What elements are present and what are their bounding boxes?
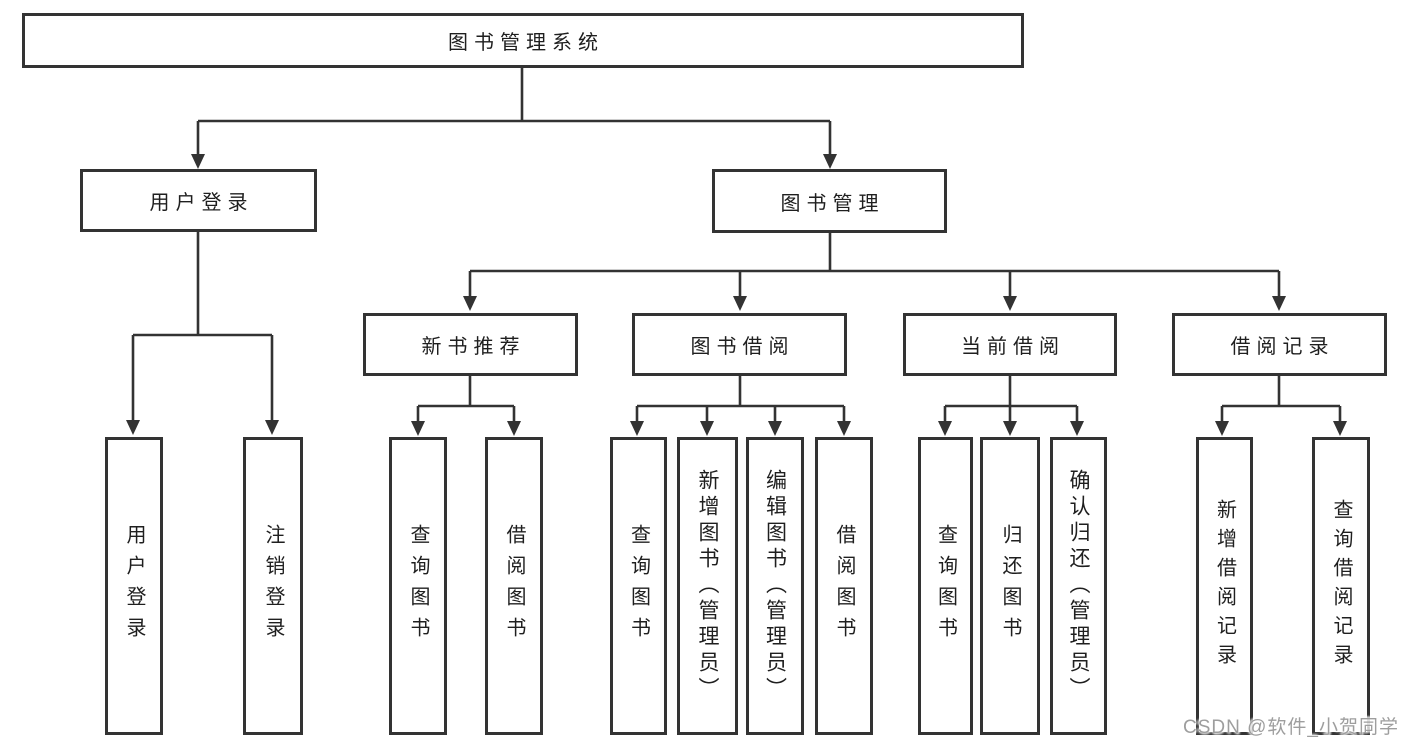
leaf-newbook-query-books-label: 查询图书 bbox=[407, 524, 429, 648]
leaf-user-login: 用户登录 bbox=[105, 437, 163, 735]
leaf-current-confirm-return-admin: 确认归还（管理员） bbox=[1050, 437, 1107, 735]
leaf-borrow-add-books-admin: 新增图书（管理员） bbox=[677, 437, 738, 735]
leaf-user-login-label: 用户登录 bbox=[123, 524, 145, 648]
leaf-records-query-record: 查询借阅记录 bbox=[1312, 437, 1370, 735]
node-new-book-recommend: 新书推荐 bbox=[363, 313, 578, 376]
leaf-borrow-borrow-books: 借阅图书 bbox=[815, 437, 873, 735]
leaf-current-return-books: 归还图书 bbox=[980, 437, 1040, 735]
leaf-borrow-edit-books-admin-label: 编辑图书（管理员） bbox=[763, 469, 787, 703]
leaf-records-query-record-label: 查询借阅记录 bbox=[1330, 499, 1352, 673]
node-book-management: 图书管理 bbox=[712, 169, 947, 233]
leaf-newbook-borrow-books-label: 借阅图书 bbox=[503, 524, 525, 648]
leaf-current-query-books-label: 查询图书 bbox=[934, 524, 957, 648]
csdn-watermark: CSDN @软件_小贺同学 bbox=[1183, 717, 1399, 738]
node-root: 图书管理系统 bbox=[22, 13, 1024, 68]
node-book-borrow: 图书借阅 bbox=[632, 313, 847, 376]
node-user-login: 用户登录 bbox=[80, 169, 317, 232]
leaf-records-add-record: 新增借阅记录 bbox=[1196, 437, 1253, 735]
leaf-borrow-borrow-books-label: 借阅图书 bbox=[833, 524, 855, 648]
leaf-borrow-edit-books-admin: 编辑图书（管理员） bbox=[746, 437, 804, 735]
leaf-newbook-borrow-books: 借阅图书 bbox=[485, 437, 543, 735]
leaf-logout: 注销登录 bbox=[243, 437, 303, 735]
node-borrow-records: 借阅记录 bbox=[1172, 313, 1387, 376]
leaf-logout-label: 注销登录 bbox=[262, 524, 284, 648]
leaf-current-query-books: 查询图书 bbox=[918, 437, 973, 735]
node-current-borrow: 当前借阅 bbox=[903, 313, 1117, 376]
leaf-current-confirm-return-admin-label: 确认归还（管理员） bbox=[1067, 469, 1090, 703]
leaf-newbook-query-books: 查询图书 bbox=[389, 437, 447, 735]
leaf-current-return-books-label: 归还图书 bbox=[999, 524, 1021, 648]
leaf-borrow-add-books-admin-label: 新增图书（管理员） bbox=[696, 469, 719, 703]
leaf-borrow-query-books-label: 查询图书 bbox=[627, 524, 650, 648]
leaf-records-add-record-label: 新增借阅记录 bbox=[1213, 499, 1236, 673]
leaf-borrow-query-books: 查询图书 bbox=[610, 437, 667, 735]
